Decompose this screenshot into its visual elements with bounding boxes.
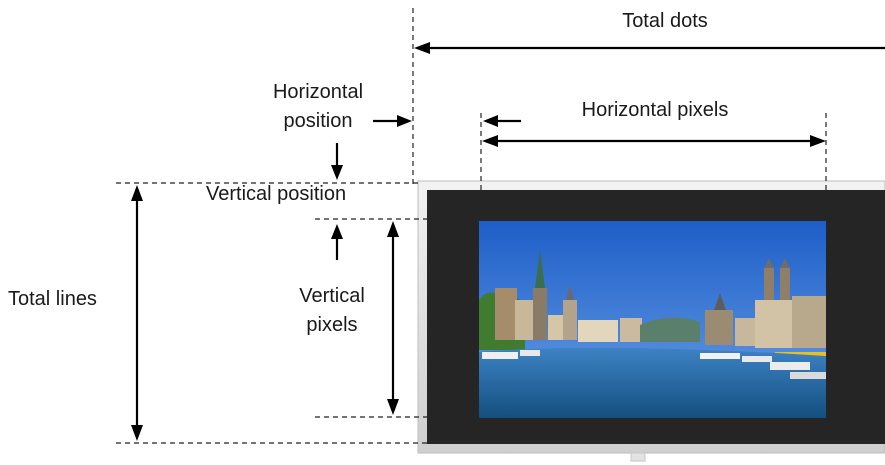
total-lines-label: Total lines: [8, 288, 97, 310]
vertical-pixels-label-line1: Vertical: [299, 285, 365, 307]
vertical-position-label: Vertical position: [206, 183, 347, 205]
reference-dashed-lines: [116, 8, 827, 444]
vertical-position-down-arrow: [331, 143, 343, 180]
screen-stand: [630, 452, 646, 462]
projection-screen: [417, 180, 885, 462]
dimension-arrows: [131, 42, 885, 441]
horizontal-position-label-line2: position: [283, 110, 353, 132]
horizontal-position-label-line1: Horizontal: [272, 81, 364, 103]
vertical-pixels-label-line2: pixels: [306, 314, 358, 336]
total-lines-arrow: [131, 185, 143, 441]
vertical-position-up-arrow: [331, 224, 343, 260]
projected-cityscape-photo: [479, 221, 826, 418]
total-dots-label: Total dots: [622, 10, 708, 32]
total-dots-arrow: [414, 42, 885, 54]
vertical-pixels-arrow: [387, 221, 399, 415]
horizontal-pixels-start-arrow: [483, 115, 521, 127]
horizontal-pixels-arrow: [482, 135, 826, 147]
horizontal-pixels-label: Horizontal pixels: [581, 99, 729, 121]
horizontal-position-arrow: [373, 115, 412, 127]
